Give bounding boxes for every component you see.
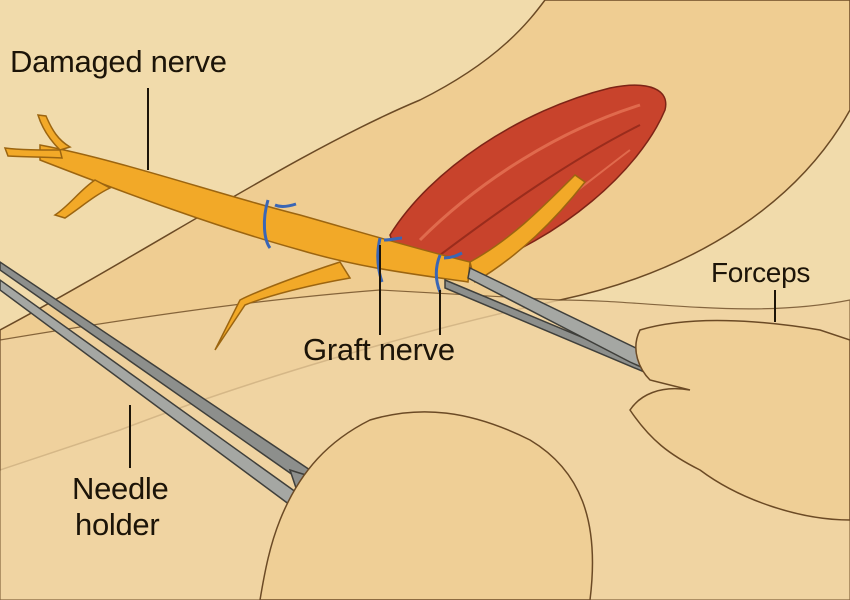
label-forceps: Forceps xyxy=(711,257,811,288)
label-graft-nerve: Graft nerve xyxy=(303,332,455,367)
leader-lines xyxy=(129,88,776,468)
nerve xyxy=(3,114,587,351)
left-hand xyxy=(259,411,594,600)
right-hand xyxy=(629,319,850,521)
label-needle-holder-line1: Needle xyxy=(72,471,169,506)
label-damaged-nerve: Damaged nerve xyxy=(10,44,227,79)
label-needle-holder-line2: holder xyxy=(75,507,160,542)
sutures xyxy=(262,199,463,293)
